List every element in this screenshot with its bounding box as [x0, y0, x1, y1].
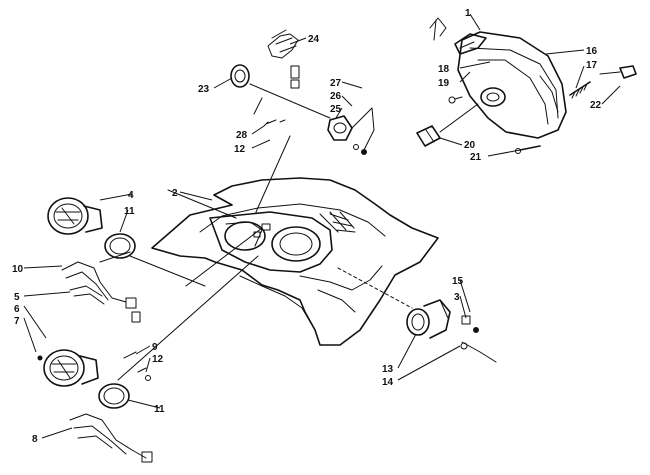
- callout-12-upper: 12: [234, 144, 246, 155]
- callout-5: 5: [14, 292, 20, 303]
- callout-25: 25: [330, 104, 342, 115]
- wire-harness-upper: [61, 261, 141, 323]
- small-hardware: [37, 351, 151, 381]
- callout-6: 6: [14, 304, 20, 315]
- callout-19: 19: [438, 78, 450, 89]
- callout-8: 8: [32, 434, 38, 445]
- headlight-assembly: [416, 17, 637, 154]
- callout-23: 23: [198, 84, 210, 95]
- callout-21: 21: [470, 152, 482, 163]
- callout-11-upper: 11: [124, 206, 135, 217]
- callout-16: 16: [586, 46, 598, 57]
- callout-11-lower: 11: [154, 404, 165, 415]
- wire-harness-lower: [69, 413, 153, 463]
- indicator-light-group: [230, 29, 375, 155]
- callout-24: 24: [308, 34, 320, 45]
- callout-14: 14: [382, 377, 394, 388]
- callout-4: 4: [128, 190, 134, 201]
- callout-labels: 1 2 3 4 5 6 7 8 9 10 11 11 12 12 13 14 1…: [12, 8, 602, 445]
- callout-2: 2: [172, 188, 178, 199]
- leader-lines: [23, 13, 621, 439]
- marker-lamp: [406, 299, 497, 363]
- callout-10: 10: [12, 264, 24, 275]
- console-panel: [151, 177, 439, 346]
- callout-28: 28: [236, 130, 248, 141]
- callout-9: 9: [152, 342, 158, 353]
- callout-27: 27: [330, 78, 342, 89]
- callout-12-lower: 12: [152, 354, 164, 365]
- callout-26: 26: [330, 91, 342, 102]
- callout-7: 7: [14, 316, 20, 327]
- callout-3: 3: [454, 292, 460, 303]
- bezel-ring-lower: [98, 383, 130, 409]
- bezel-ring-upper: [104, 233, 136, 259]
- gauge-upper: [47, 197, 103, 235]
- callout-13: 13: [382, 364, 394, 375]
- callout-15: 15: [452, 276, 464, 287]
- callout-1: 1: [465, 8, 471, 19]
- assembly-lines: [99, 97, 413, 381]
- callout-22: 22: [590, 100, 602, 111]
- gauge-lower: [43, 349, 99, 387]
- callout-20: 20: [464, 140, 476, 151]
- callout-17: 17: [586, 60, 598, 71]
- callout-18: 18: [438, 64, 450, 75]
